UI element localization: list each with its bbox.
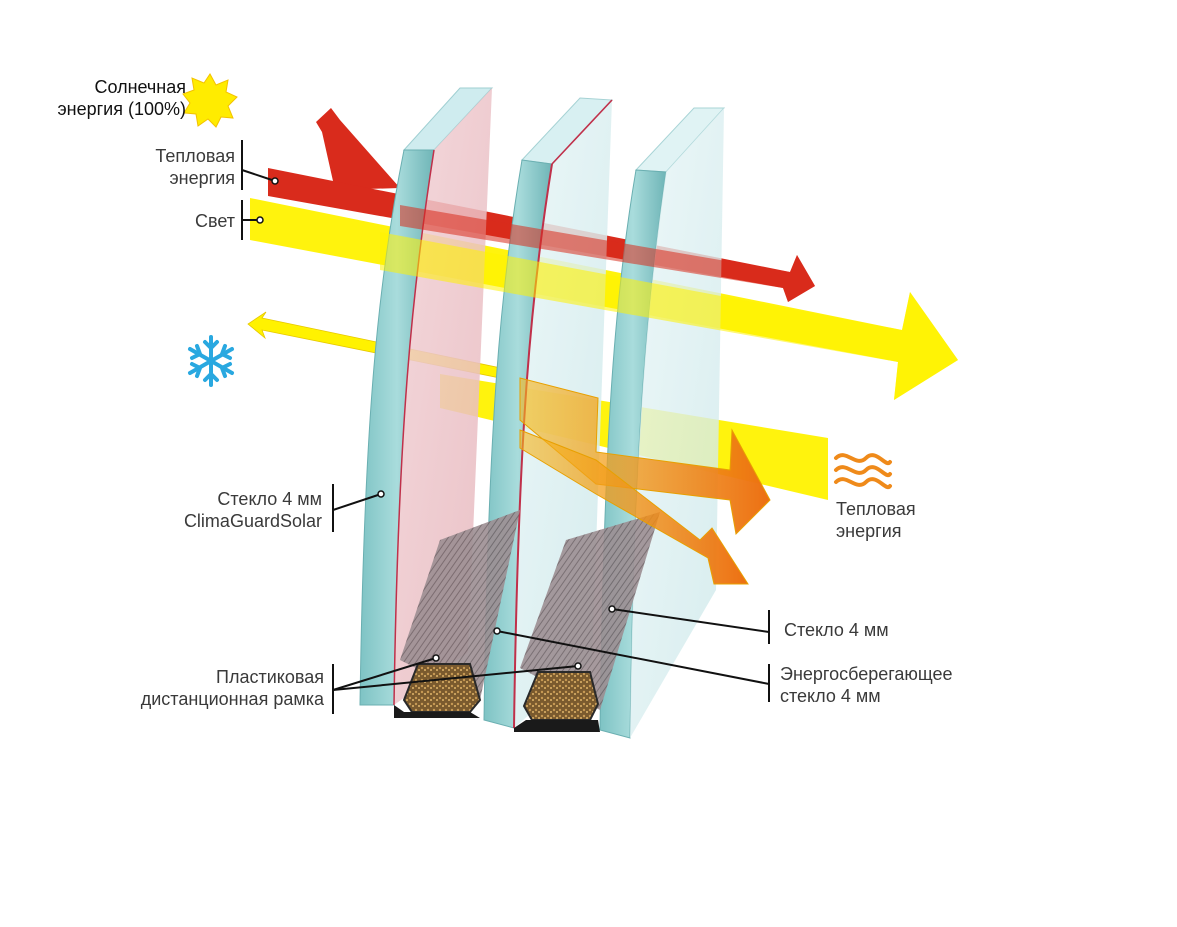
heat-arrow-reflected <box>316 108 400 190</box>
spacer-frame-right <box>514 512 660 732</box>
label-spacer-frame-line2: дистанционная рамка <box>140 689 324 709</box>
label-glass-climaguard-line2: ClimaGuardSolar <box>183 511 322 531</box>
label-heat-energy-right: Тепловая энергия <box>836 498 916 542</box>
heat-waves-icon <box>834 453 892 490</box>
label-solar-energy: Солнечная энергия (100%) <box>57 76 186 120</box>
label-spacer-frame: Пластиковая дистанционная рамка <box>141 666 324 710</box>
leader-dots <box>256 177 616 670</box>
label-energy-saving-glass-line2: стекло 4 мм <box>780 686 881 706</box>
label-energy-saving-glass: Энергосберегающее стекло 4 мм <box>780 663 953 707</box>
label-heat-energy-right-line2: энергия <box>836 521 902 541</box>
heat-arrow-through-glass <box>400 205 815 302</box>
label-heat-energy-top-line2: энергия <box>169 168 235 188</box>
label-light: Свет <box>194 211 235 231</box>
leader-lines <box>241 140 770 714</box>
snowflake-icon <box>188 335 234 387</box>
label-glass-climaguard-line1: Стекло 4 мм <box>217 489 322 509</box>
label-energy-saving-glass-line1: Энергосберегающее <box>780 664 953 684</box>
label-heat-energy-right-line1: Тепловая <box>836 499 916 519</box>
orange-heat-arrow-lower <box>519 429 749 585</box>
label-solar-energy-line1: Солнечная <box>94 77 186 97</box>
label-heat-energy-top-line1: Тепловая <box>155 146 235 166</box>
spacer-frame-left <box>394 510 520 718</box>
light-arrow-through-glass <box>380 232 958 400</box>
label-spacer-frame-line1: Пластиковая <box>216 667 324 687</box>
label-solar-energy-line2: энергия (100%) <box>57 99 186 119</box>
label-glass-4mm: Стекло 4 мм <box>784 620 889 640</box>
label-heat-energy-top: Тепловая энергия <box>155 145 235 189</box>
sun-icon <box>182 73 238 128</box>
label-glass-climaguard: Стекло 4 мм ClimaGuardSolar <box>184 488 322 532</box>
